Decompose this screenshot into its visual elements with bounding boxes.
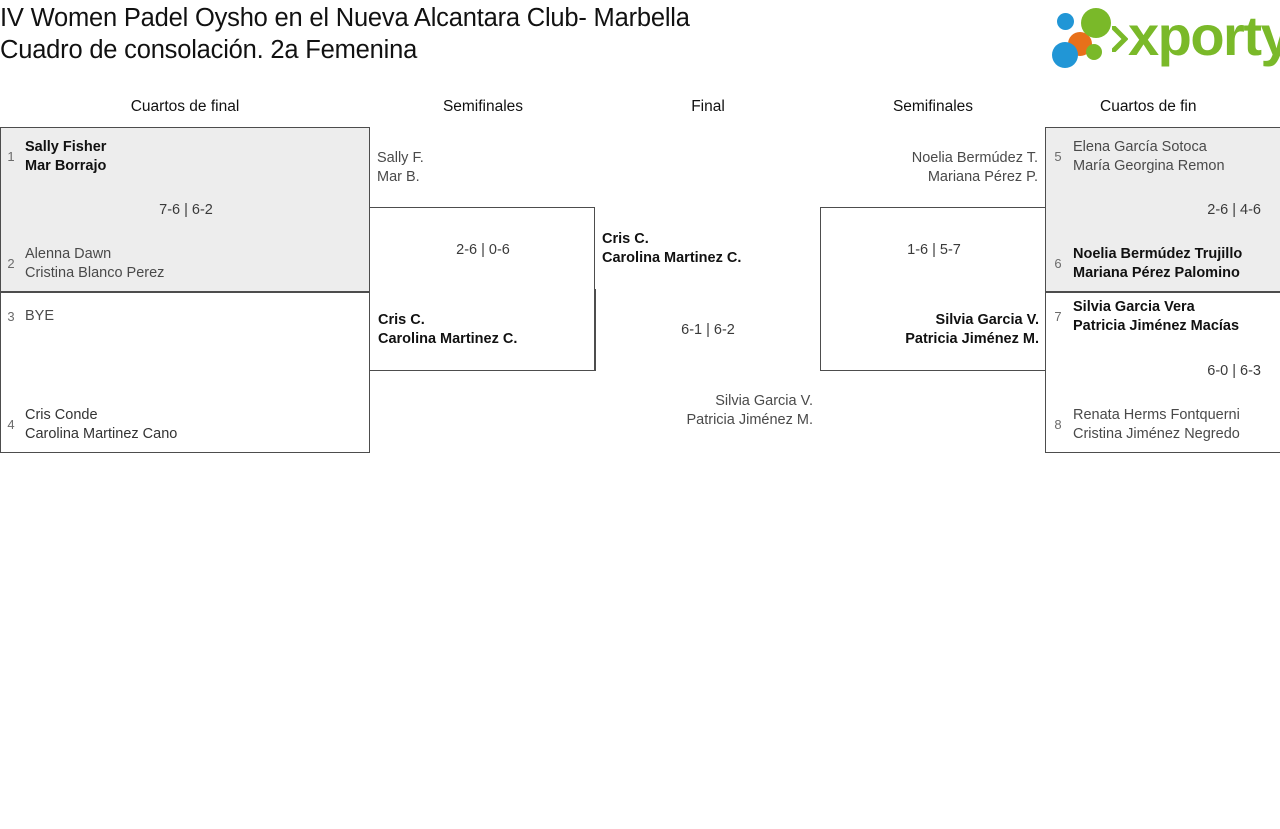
match-score: 7-6 | 6-2	[159, 202, 213, 218]
player-name: Mariana Pérez Palomino	[1073, 265, 1240, 281]
match-score: 2-6 | 4-6	[1207, 202, 1261, 218]
team-right-qf1-top[interactable]: Elena García Sotoca María Georgina Remon	[1073, 138, 1225, 176]
match-box-left-sf[interactable]: 2-6 | 0-6 Cris C. Carolina Martinez C.	[369, 207, 595, 371]
player-name: Mar B.	[377, 169, 420, 185]
seed-number: 5	[1054, 149, 1062, 164]
player-name: Elena García Sotoca	[1073, 139, 1207, 155]
bracket-tree: 1 Sally Fisher Mar Borrajo 7-6 | 6-2 2 A…	[0, 127, 1280, 453]
match-score-final: 6-1 | 6-2	[681, 322, 735, 338]
player-name: Cristina Blanco Perez	[25, 265, 165, 281]
seed-number: 8	[1054, 417, 1062, 432]
logo-dot-green-small	[1086, 44, 1102, 60]
logo-wordmark: xporty	[1128, 4, 1280, 67]
round-header-right-quarterfinals: Cuartos de fin	[1100, 98, 1197, 115]
team-right-qf2-bottom[interactable]: Renata Herms Fontquerni Cristina Jiménez…	[1073, 406, 1240, 444]
match-box-left-qf1[interactable]: 1 Sally Fisher Mar Borrajo 7-6 | 6-2 2 A…	[0, 127, 370, 292]
player-name: Cris C.	[602, 231, 649, 247]
team-right-sf-bottom[interactable]: Silvia Garcia V. Patricia Jiménez M.	[821, 311, 1039, 349]
player-name: Renata Herms Fontquerni	[1073, 407, 1240, 423]
seed-number: 3	[7, 309, 15, 324]
player-name: Patricia Jiménez Macías	[1073, 318, 1240, 334]
seed-number: 2	[7, 256, 15, 271]
match-box-right-qf1[interactable]: 5 Elena García Sotoca María Georgina Rem…	[1045, 127, 1280, 292]
round-header-final: Final	[691, 98, 725, 115]
match-score: 6-0 | 6-3	[1207, 363, 1261, 379]
round-header-left-quarterfinals: Cuartos de final	[130, 98, 240, 115]
team-left-sf-top[interactable]: Sally F. Mar B.	[377, 149, 424, 187]
connector-final-left-vertical	[595, 289, 596, 371]
player-name: Noelia Bermúdez Trujillo	[1073, 246, 1243, 262]
round-header-left-semifinals: Semifinales	[442, 98, 524, 115]
tournament-title: IV Women Padel Oysho en el Nueva Alcanta…	[0, 4, 690, 32]
player-name: Patricia Jiménez M.	[686, 412, 813, 428]
match-box-right-qf2[interactable]: 7 Silvia Garcia Vera Patricia Jiménez Ma…	[1045, 292, 1280, 453]
logo-dot-blue-small	[1057, 13, 1074, 30]
logo-dot-green-large	[1081, 8, 1111, 38]
player-name: Sally Fisher	[25, 139, 107, 155]
team-left-qf2-bottom[interactable]: Cris Conde Carolina Martinez Cano	[25, 406, 177, 444]
match-box-left-qf2[interactable]: 3 BYE 4 Cris Conde Carolina Martinez Can…	[0, 292, 370, 453]
player-name: Noelia Bermúdez T.	[911, 150, 1038, 166]
player-name: Alenna Dawn	[25, 246, 112, 262]
team-left-qf1-top[interactable]: Sally Fisher Mar Borrajo	[25, 138, 106, 176]
player-name: Cristina Jiménez Negredo	[1073, 426, 1240, 442]
player-name: Cris C.	[378, 312, 425, 328]
player-name: Carolina Martinez Cano	[25, 426, 178, 442]
player-name: Sally F.	[377, 150, 424, 166]
player-name: Silvia Garcia V.	[935, 312, 1039, 328]
bracket-subtitle: Cuadro de consolación. 2a Femenina	[0, 36, 418, 64]
page-header: IV Women Padel Oysho en el Nueva Alcanta…	[0, 0, 1280, 86]
seed-number: 7	[1054, 309, 1062, 324]
team-final-top[interactable]: Cris C. Carolina Martinez C.	[602, 230, 741, 268]
team-left-qf2-top[interactable]: BYE	[25, 307, 54, 326]
player-name: María Georgina Remon	[1073, 158, 1225, 174]
team-left-qf1-bottom[interactable]: Alenna Dawn Cristina Blanco Perez	[25, 245, 164, 283]
seed-number: 6	[1054, 256, 1062, 271]
player-name: Carolina Martinez C.	[602, 250, 742, 266]
logo-chevron-icon	[1112, 26, 1128, 52]
player-name: Patricia Jiménez M.	[905, 331, 1039, 347]
team-right-sf-top[interactable]: Noelia Bermúdez T. Mariana Pérez P.	[688, 149, 1038, 187]
xporty-logo[interactable]: xporty	[1052, 5, 1280, 68]
match-score: 2-6 | 0-6	[456, 242, 510, 258]
player-name: BYE	[25, 308, 55, 324]
logo-dots-icon	[1052, 6, 1124, 68]
team-right-qf2-top[interactable]: Silvia Garcia Vera Patricia Jiménez Mací…	[1073, 298, 1239, 336]
logo-dot-blue-large	[1052, 42, 1078, 68]
match-score: 1-6 | 5-7	[907, 242, 961, 258]
player-name: Mar Borrajo	[25, 158, 107, 174]
team-final-bottom[interactable]: Silvia Garcia V. Patricia Jiménez M.	[463, 392, 813, 430]
round-header-right-semifinals: Semifinales	[892, 98, 974, 115]
seed-number: 1	[7, 149, 15, 164]
match-box-right-sf[interactable]: 1-6 | 5-7 Silvia Garcia V. Patricia Jimé…	[820, 207, 1046, 371]
title-block: IV Women Padel Oysho en el Nueva Alcanta…	[0, 2, 860, 66]
team-right-qf1-bottom[interactable]: Noelia Bermúdez Trujillo Mariana Pérez P…	[1073, 245, 1242, 283]
player-name: Silvia Garcia V.	[715, 393, 813, 409]
player-name: Mariana Pérez P.	[927, 169, 1038, 185]
player-name: Silvia Garcia Vera	[1073, 299, 1195, 315]
player-name: Carolina Martinez C.	[378, 331, 518, 347]
seed-number: 4	[7, 417, 15, 432]
team-left-sf-bottom[interactable]: Cris C. Carolina Martinez C.	[378, 311, 517, 349]
player-name: Cris Conde	[25, 407, 98, 423]
